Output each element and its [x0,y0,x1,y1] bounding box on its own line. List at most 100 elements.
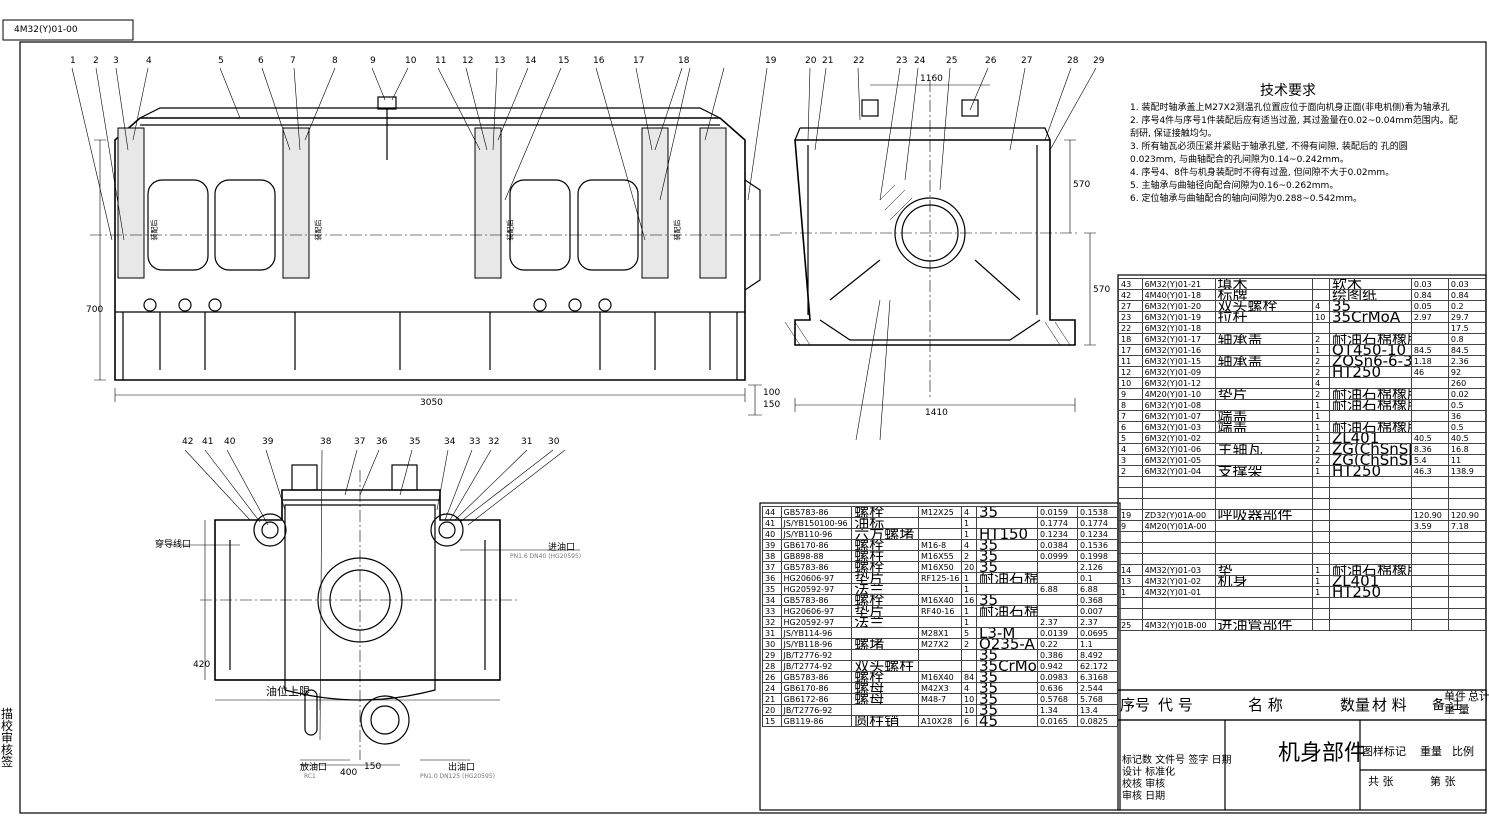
balloon-number: 18 [678,56,690,66]
bom-cell: 26 [762,671,782,683]
bom-cell: 35 [976,594,1038,606]
bom-cell: 260 [1447,377,1487,389]
bom-cell: 支撑架 [1214,465,1314,477]
balloon-number: 15 [558,56,570,66]
side-char: 签 [0,755,13,769]
bom-cell [1447,487,1487,499]
bom-cell [1328,597,1412,609]
bom-cell [1410,597,1449,609]
bom-cell: ZG(ChSnSb) [1328,443,1412,455]
dim-700: 700 [86,305,104,315]
bom-cell: 35CrMoA [1328,311,1412,323]
code-box [2,19,134,41]
bom-cell [1328,542,1412,554]
bom-cell: M27X2 [918,638,962,650]
bom-cell: 6M32(Y)01-02 [1141,432,1216,444]
bom-cell: 11 [1447,454,1487,466]
bom-cell: M42X3 [918,682,962,694]
bom-cell: HT250 [1328,366,1412,378]
bom-cell: 0.1774 [1037,517,1078,529]
bom-cell: JB/T2776-92 [780,649,853,661]
tb-sheet: 第 张 [1430,775,1456,788]
bom-cell: 8 [1118,399,1143,411]
bom-cell: 4M20(Y)01A-00 [1141,520,1216,532]
dim-1160: 1160 [920,74,943,84]
balloon-number: 31 [521,437,533,447]
bom-cell [1141,487,1216,499]
bom-cell: 6M32(Y)01-16 [1141,344,1216,356]
part-name: 机身部件 [1278,741,1367,766]
bom-row [1118,542,1487,554]
balloon-number: 11 [435,56,447,66]
dim-1410: 1410 [925,408,948,418]
tech-line: 5. 主轴承与曲轴径向配合间隙为0.16~0.262mm。 [1130,181,1339,191]
bom-cell [851,627,919,639]
bom-cell: 6M32(Y)01-08 [1141,399,1216,411]
bom-cell: 4M32(Y)01-02 [1141,575,1216,587]
bom-cell: 7 [1118,410,1143,422]
balloon-number: 37 [354,437,366,447]
bom-cell: 41 [762,517,782,529]
tech-line: 3. 所有轴瓦必须压紧并紧贴于轴承孔壁, 不得有间隙, 装配后的 孔的圆 [1130,142,1408,152]
bom-cell: 圆柱销 [851,715,919,727]
balloon-number: 34 [444,437,456,447]
bom-cell [918,649,962,661]
bom-cell: 0.0695 [1076,627,1119,639]
bom-cell [1410,531,1449,543]
bom-cell: 10 [1312,311,1330,323]
bom-cell: 6M32(Y)01-03 [1141,421,1216,433]
bom-cell [1214,520,1314,532]
balloon-number: 6 [258,56,264,66]
bom-cell: 进油管部件 [1214,619,1314,631]
bom-row [1118,597,1487,609]
balloon-number: 2 [93,56,99,66]
bom-cell: A10X28 [918,715,962,727]
bom-cell [1447,597,1487,609]
bom-cell [1214,498,1314,510]
bom-cell: 35 [1328,300,1412,312]
bom-row [1118,531,1487,543]
bom-cell: 0.0825 [1076,715,1119,727]
bom-cell: GB6170-86 [780,539,853,551]
bom-cell: 0.0165 [1037,715,1078,727]
tech-line: 6. 定位轴承与曲轴配合的轴向间隙为0.288~0.542mm。 [1130,194,1363,204]
bom-cell: JS/YB110-96 [780,528,853,540]
bom-cell: 1 [1312,465,1330,477]
bom-cell [1214,377,1314,389]
bom-cell [1328,476,1412,488]
bom-cell: 1 [1312,575,1330,587]
bom-cell [1118,487,1143,499]
bom-cell [918,528,962,540]
bom-cell: 1 [1312,421,1330,433]
bom-cell: 29 [762,649,782,661]
bom-cell [1141,597,1216,609]
bom-cell: 5 [961,627,977,639]
bom-cell: 4M20(Y)01-10 [1141,388,1216,400]
bom-cell: 0.0384 [1037,539,1078,551]
bom-cell: 拉杆 [1214,311,1314,323]
bom-cell: 35 [976,561,1038,573]
bom-cell: 25 [1118,619,1143,631]
tech-line: 0.023mm, 与曲轴配合的孔间隙为0.14~0.242mm。 [1130,155,1349,165]
bom-header: 序号 代 号 名 称 数量 材 料 单件 总计 重 量 [1118,690,1489,720]
bom-cell [1141,498,1216,510]
bom-cell [1312,476,1330,488]
side-char: 核 [0,743,13,757]
front-view [90,96,780,416]
bom-cell [1410,487,1449,499]
bom-cell: 4 [961,682,977,694]
tech-requirements: 1. 装配时轴承盖上M27X2测温孔位置应位于面向机身正面(非电机侧)看为轴承孔… [1130,102,1486,206]
bom-cell: 6.88 [1076,583,1119,595]
bom-cell: 4 [961,539,977,551]
